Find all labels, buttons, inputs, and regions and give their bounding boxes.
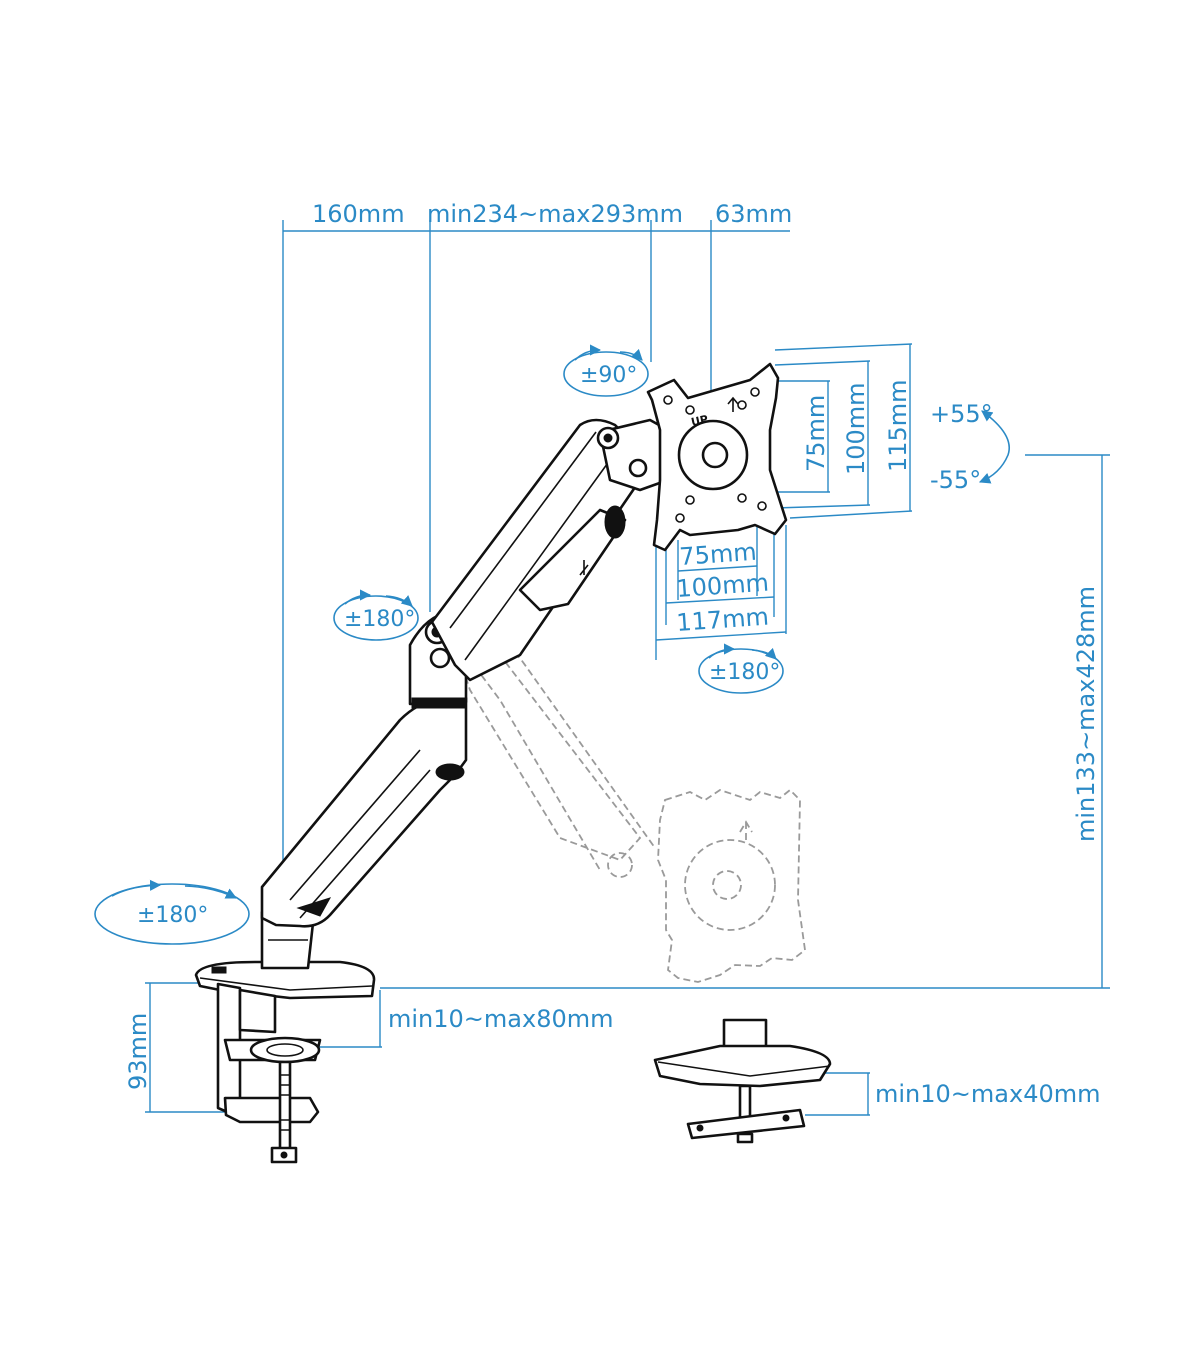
rotation-arrow-icon (751, 647, 777, 660)
upper-arm (430, 418, 652, 682)
up-arrow-icon (727, 396, 739, 412)
height-range-label: min133~max428mm (1072, 586, 1100, 842)
tilt-indicator (978, 410, 1010, 484)
plate-rotation-label: ±90° (580, 363, 637, 388)
dimension-labels: 160mm min234~max293mm 63mm 75mm 100mm 11… (124, 200, 1101, 1108)
plate-offset-label: 63mm (715, 200, 792, 228)
base-rotation-badge (94, 879, 250, 945)
tilt-up-label: +55° (930, 400, 993, 428)
lower-arm (260, 696, 468, 928)
tilt-arrow-icon (978, 410, 1010, 484)
plate-up-label: UP (690, 413, 709, 429)
rotation-arrow-icon (574, 344, 602, 361)
grommet-thickness-label: min10~max40mm (875, 1080, 1101, 1108)
rotation-arrow-icon (111, 879, 162, 897)
plate-swivel-badge (698, 643, 784, 694)
base-offset-label: 160mm (312, 200, 405, 228)
tilt-down-label: -55° (930, 466, 981, 494)
plate-rotation-badge (563, 344, 649, 397)
elbow-rotation-label: ±180° (344, 607, 415, 632)
clamp-height-label: 93mm (124, 1013, 152, 1090)
arm-length-label: min234~max293mm (427, 200, 683, 228)
plate-swivel-label: ±180° (709, 660, 780, 685)
clamp-thickness-label: min10~max80mm (388, 1005, 614, 1033)
rotation-arrow-icon (619, 348, 643, 361)
dimension-lines (145, 220, 1110, 1116)
vesa-vertical-100-label: 100mm (842, 382, 870, 475)
vesa-horizontal-117-label: 117mm (675, 603, 769, 637)
vesa-horizontal-100-label: 100mm (675, 569, 769, 603)
monitor-arm-illustration: UP (194, 362, 832, 1164)
rotation-arrow-icon (184, 885, 238, 899)
rotation-arrow-icon (385, 595, 413, 607)
base-rotation-label: ±180° (137, 903, 208, 928)
grommet-mount (653, 1018, 832, 1144)
vesa-horizontal-75-label: 75mm (678, 538, 757, 571)
elbow-rotation-badge (333, 589, 419, 641)
vesa-vertical-115-label: 115mm (884, 379, 912, 472)
vesa-vertical-75-label: 75mm (802, 395, 830, 472)
rotation-arrow-icon (344, 589, 372, 605)
desk-clamp (216, 982, 322, 1164)
rotation-arrow-icon (708, 643, 736, 659)
